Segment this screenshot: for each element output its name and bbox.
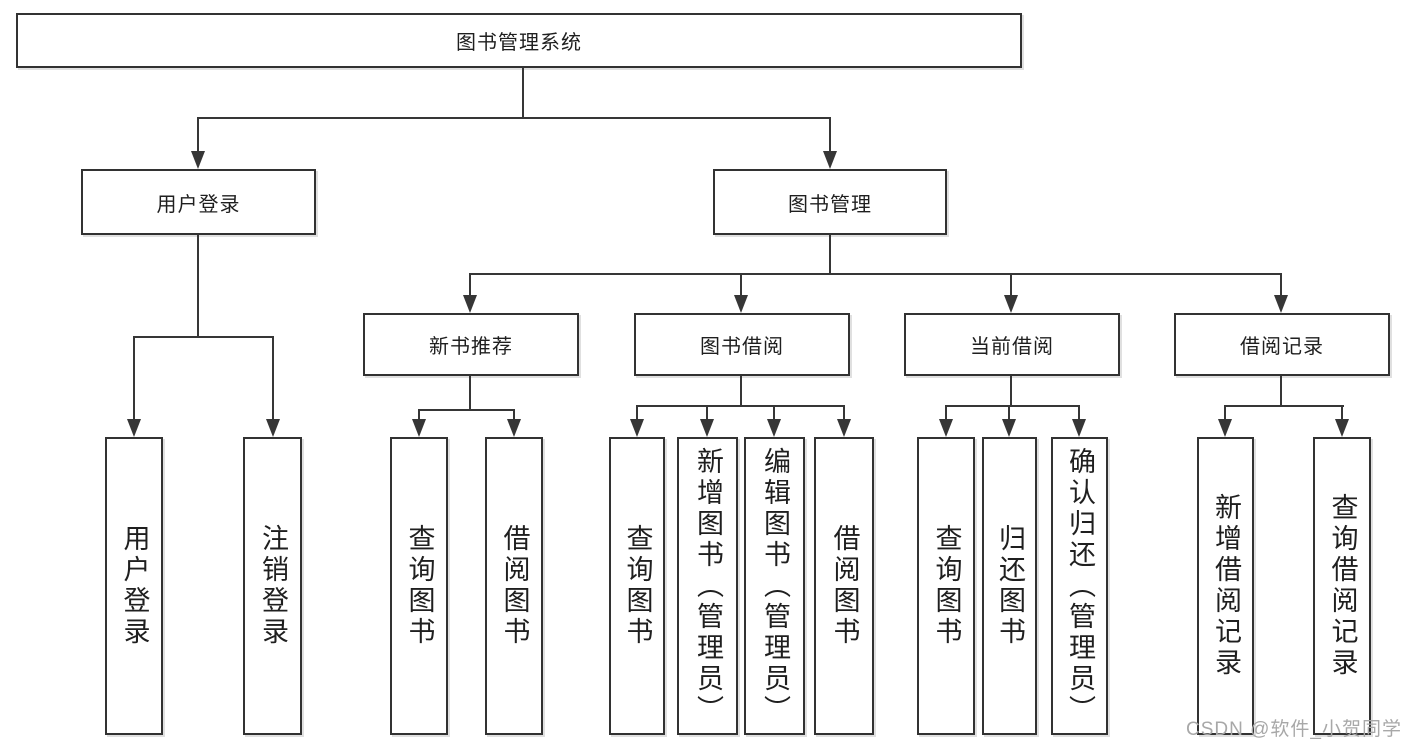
leaf-records-query-record: 查询借阅记录 <box>1313 437 1371 735</box>
connector-line <box>133 336 274 338</box>
leaf-borrow-query-books-label: 查询图书 <box>622 524 653 648</box>
connector-line <box>1224 405 1344 407</box>
node-book-borrow: 图书借阅 <box>634 313 850 376</box>
leaf-borrow-edit-books-label: 编辑图书（管理员） <box>760 446 790 726</box>
leaf-records-query-record-label: 查询借阅记录 <box>1327 493 1358 679</box>
connector-line <box>1224 405 1226 421</box>
connector-line <box>843 405 845 421</box>
connector-line <box>418 409 420 421</box>
leaf-borrow-add-books: 新增图书（管理员） <box>677 437 738 735</box>
leaf-logout-label: 注销登录 <box>258 524 288 648</box>
connector-line <box>1078 405 1080 421</box>
arrow-down-icon <box>939 419 953 437</box>
arrow-down-icon <box>507 419 521 437</box>
connector-line <box>829 117 831 153</box>
arrow-down-icon <box>191 151 205 169</box>
arrow-down-icon <box>1274 295 1288 313</box>
connector-line <box>197 117 831 119</box>
connector-line <box>706 405 708 421</box>
watermark: CSDN @软件_小贺同学 <box>1186 719 1402 740</box>
leaf-rec-query-books-label: 查询图书 <box>404 524 435 648</box>
arrow-down-icon <box>1335 419 1349 437</box>
arrow-down-icon <box>734 295 748 313</box>
arrow-down-icon <box>1002 419 1016 437</box>
leaf-records-add-record-label: 新增借阅记录 <box>1211 493 1241 679</box>
connector-line <box>469 273 471 297</box>
connector-line <box>513 409 515 421</box>
connector-line <box>522 68 524 118</box>
connector-line <box>1010 376 1012 405</box>
leaf-current-confirm-return-label: 确认归还（管理员） <box>1065 446 1095 726</box>
leaf-borrow-borrow-books: 借阅图书 <box>814 437 874 735</box>
connector-line <box>133 336 135 421</box>
node-library-system-label: 图书管理系统 <box>456 32 582 54</box>
connector-line <box>636 405 845 407</box>
leaf-user-login-label: 用户登录 <box>119 524 150 648</box>
connector-line <box>773 405 775 421</box>
node-current-borrow: 当前借阅 <box>904 313 1120 376</box>
connector-line <box>469 376 471 409</box>
leaf-rec-query-books: 查询图书 <box>390 437 448 735</box>
connector-line <box>1280 273 1282 297</box>
arrow-down-icon <box>823 151 837 169</box>
arrow-down-icon <box>700 419 714 437</box>
leaf-user-login: 用户登录 <box>105 437 163 735</box>
connector-line <box>1008 405 1010 421</box>
arrow-down-icon <box>127 419 141 437</box>
leaf-borrow-add-books-label: 新增图书（管理员） <box>693 446 723 726</box>
arrow-down-icon <box>463 295 477 313</box>
node-book-management-label: 图书管理 <box>788 193 872 216</box>
leaf-current-return-books-label: 归还图书 <box>995 524 1025 648</box>
arrow-down-icon <box>837 419 851 437</box>
connector-line <box>1280 376 1282 405</box>
node-borrow-records-label: 借阅记录 <box>1240 336 1324 358</box>
leaf-logout: 注销登录 <box>243 437 302 735</box>
connector-line <box>469 273 1282 275</box>
leaf-current-query-books: 查询图书 <box>917 437 975 735</box>
connector-line <box>829 235 831 275</box>
arrow-down-icon <box>630 419 644 437</box>
arrow-down-icon <box>412 419 426 437</box>
leaf-borrow-query-books: 查询图书 <box>609 437 665 735</box>
leaf-borrow-borrow-books-label: 借阅图书 <box>829 524 860 648</box>
node-new-book-recommend-label: 新书推荐 <box>429 336 513 358</box>
node-library-system: 图书管理系统 <box>16 13 1022 68</box>
connector-line <box>418 409 515 411</box>
node-user-login: 用户登录 <box>81 169 316 235</box>
arrow-down-icon <box>1004 295 1018 313</box>
node-book-borrow-label: 图书借阅 <box>700 336 784 358</box>
connector-line <box>1010 273 1012 297</box>
arrow-down-icon <box>767 419 781 437</box>
leaf-rec-borrow-books: 借阅图书 <box>485 437 543 735</box>
leaf-rec-borrow-books-label: 借阅图书 <box>499 524 530 648</box>
connector-line <box>197 117 199 153</box>
leaf-borrow-edit-books: 编辑图书（管理员） <box>744 437 805 735</box>
arrow-down-icon <box>1218 419 1232 437</box>
leaf-current-return-books: 归还图书 <box>982 437 1037 735</box>
connector-line <box>945 405 1080 407</box>
leaf-records-add-record: 新增借阅记录 <box>1197 437 1254 735</box>
connector-line <box>636 405 638 421</box>
leaf-current-confirm-return: 确认归还（管理员） <box>1051 437 1108 735</box>
node-current-borrow-label: 当前借阅 <box>970 336 1054 358</box>
connector-line <box>740 273 742 297</box>
leaf-current-query-books-label: 查询图书 <box>931 524 962 648</box>
connector-line <box>272 336 274 421</box>
arrow-down-icon <box>266 419 280 437</box>
connector-line <box>945 405 947 421</box>
connector-line <box>740 376 742 405</box>
node-user-login-label: 用户登录 <box>156 193 241 216</box>
connector-line <box>1341 405 1343 421</box>
arrow-down-icon <box>1072 419 1086 437</box>
node-book-management: 图书管理 <box>713 169 947 235</box>
node-borrow-records: 借阅记录 <box>1174 313 1390 376</box>
node-new-book-recommend: 新书推荐 <box>363 313 579 376</box>
connector-line <box>197 235 199 336</box>
